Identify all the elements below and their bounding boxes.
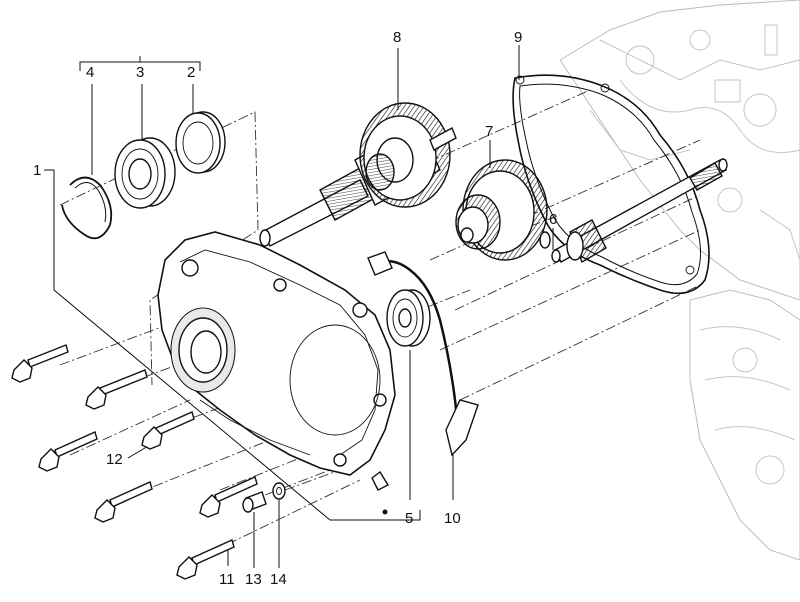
- callout-leader-lines: [44, 45, 554, 568]
- bearing-part-5: [386, 289, 431, 347]
- plug-part-13: [242, 491, 267, 513]
- washer-part-14: [272, 482, 286, 500]
- bolt: [176, 539, 235, 580]
- bolt: [199, 476, 258, 518]
- callout-14: 14: [270, 571, 287, 588]
- bolt: [11, 344, 69, 383]
- output-shaft-part-6: [551, 158, 728, 264]
- bolts: [11, 344, 286, 580]
- bolt: [141, 411, 195, 450]
- callout-8: 8: [393, 29, 401, 46]
- callout-1: 1: [33, 162, 41, 179]
- callout-11: 11: [219, 571, 235, 588]
- gear-part-7: [455, 159, 551, 261]
- callout-numbers: 1 2 3 4 5 6 7 8 9 10 11 12 13 14: [33, 29, 557, 588]
- callout-2: 2: [187, 64, 195, 81]
- bearing-part-3: [114, 137, 176, 209]
- engine-crankcase-background: [559, 0, 800, 561]
- callout-3: 3: [136, 64, 144, 81]
- callout-12: 12: [106, 451, 123, 468]
- callout-6: 6: [549, 211, 557, 228]
- callout-13: 13: [245, 571, 262, 588]
- bolt: [38, 431, 98, 472]
- shaft-gear-part-8: [259, 102, 457, 247]
- circlip-part-4: [61, 176, 113, 240]
- callout-5: 5: [405, 510, 413, 527]
- reference-dot: [382, 509, 388, 515]
- bolt: [94, 481, 153, 523]
- callout-4: 4: [86, 64, 94, 81]
- bolt: [85, 369, 148, 410]
- seal-part-2: [175, 111, 226, 174]
- callout-7: 7: [485, 123, 493, 140]
- cover-part-1: [157, 231, 396, 491]
- sensor-part-10: [367, 251, 479, 457]
- callout-10: 10: [444, 510, 461, 527]
- callout-9: 9: [514, 29, 522, 46]
